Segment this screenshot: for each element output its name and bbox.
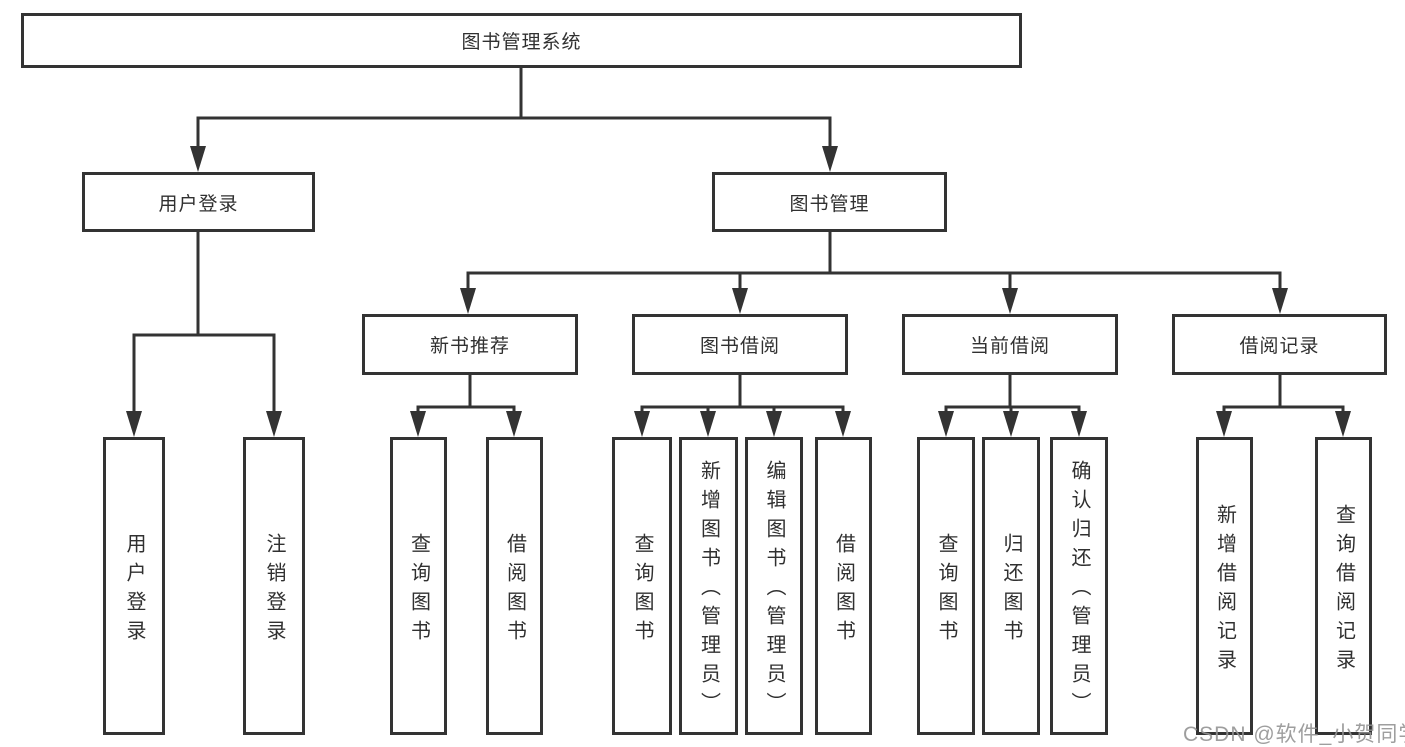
node-leaf-return-books: 归还图书 <box>982 437 1040 735</box>
node-label: 编辑图书（管理员） <box>763 460 785 721</box>
node-label: 查询借阅记录 <box>1332 503 1355 678</box>
node-leaf-edit-books-admin: 编辑图书（管理员） <box>745 437 803 735</box>
node-label: 查询图书 <box>631 532 653 649</box>
node-label: 新增图书（管理员） <box>697 460 720 721</box>
node-label: 图书管理 <box>789 193 870 215</box>
node-current-borrow: 当前借阅 <box>902 314 1118 375</box>
arrowheads <box>126 146 1351 437</box>
node-leaf-user-login: 用户登录 <box>103 437 165 735</box>
node-label: 注销登录 <box>263 532 285 649</box>
node-label: 归还图书 <box>1000 532 1022 649</box>
node-book-borrow: 图书借阅 <box>632 314 848 375</box>
node-leaf-borrow-books-recommend: 借阅图书 <box>486 437 543 735</box>
node-label: 查询图书 <box>935 532 957 649</box>
node-label: 用户登录 <box>123 532 145 649</box>
node-library-management-system: 图书管理系统 <box>21 13 1022 68</box>
node-label: 确认归还（管理员） <box>1068 460 1090 721</box>
node-borrow-record: 借阅记录 <box>1172 314 1387 375</box>
node-book-management: 图书管理 <box>712 172 947 232</box>
node-label: 借阅记录 <box>1239 336 1320 357</box>
node-leaf-add-borrow-record: 新增借阅记录 <box>1196 437 1253 735</box>
node-leaf-confirm-return-admin: 确认归还（管理员） <box>1050 437 1108 735</box>
node-leaf-logout: 注销登录 <box>243 437 305 735</box>
node-label: 图书借阅 <box>699 336 780 357</box>
node-leaf-query-books-borrow: 查询图书 <box>612 437 672 735</box>
watermark: CSDN @软件_小贺同学 <box>1183 723 1405 746</box>
node-user-login: 用户登录 <box>82 172 315 232</box>
node-leaf-query-borrow-record: 查询借阅记录 <box>1315 437 1372 735</box>
node-label: 图书管理系统 <box>461 32 582 53</box>
node-label: 借阅图书 <box>503 532 526 649</box>
node-label: 新增借阅记录 <box>1213 503 1236 678</box>
node-label: 当前借阅 <box>969 336 1050 357</box>
node-label: 借阅图书 <box>832 532 855 649</box>
node-label: 新书推荐 <box>429 336 510 357</box>
node-label: 查询图书 <box>407 532 430 649</box>
node-leaf-query-books-current: 查询图书 <box>917 437 975 735</box>
node-label: 用户登录 <box>158 193 239 215</box>
node-leaf-borrow-books: 借阅图书 <box>815 437 872 735</box>
node-leaf-query-books-recommend: 查询图书 <box>390 437 447 735</box>
node-new-book-recommend: 新书推荐 <box>362 314 578 375</box>
node-leaf-add-books-admin: 新增图书（管理员） <box>679 437 738 735</box>
